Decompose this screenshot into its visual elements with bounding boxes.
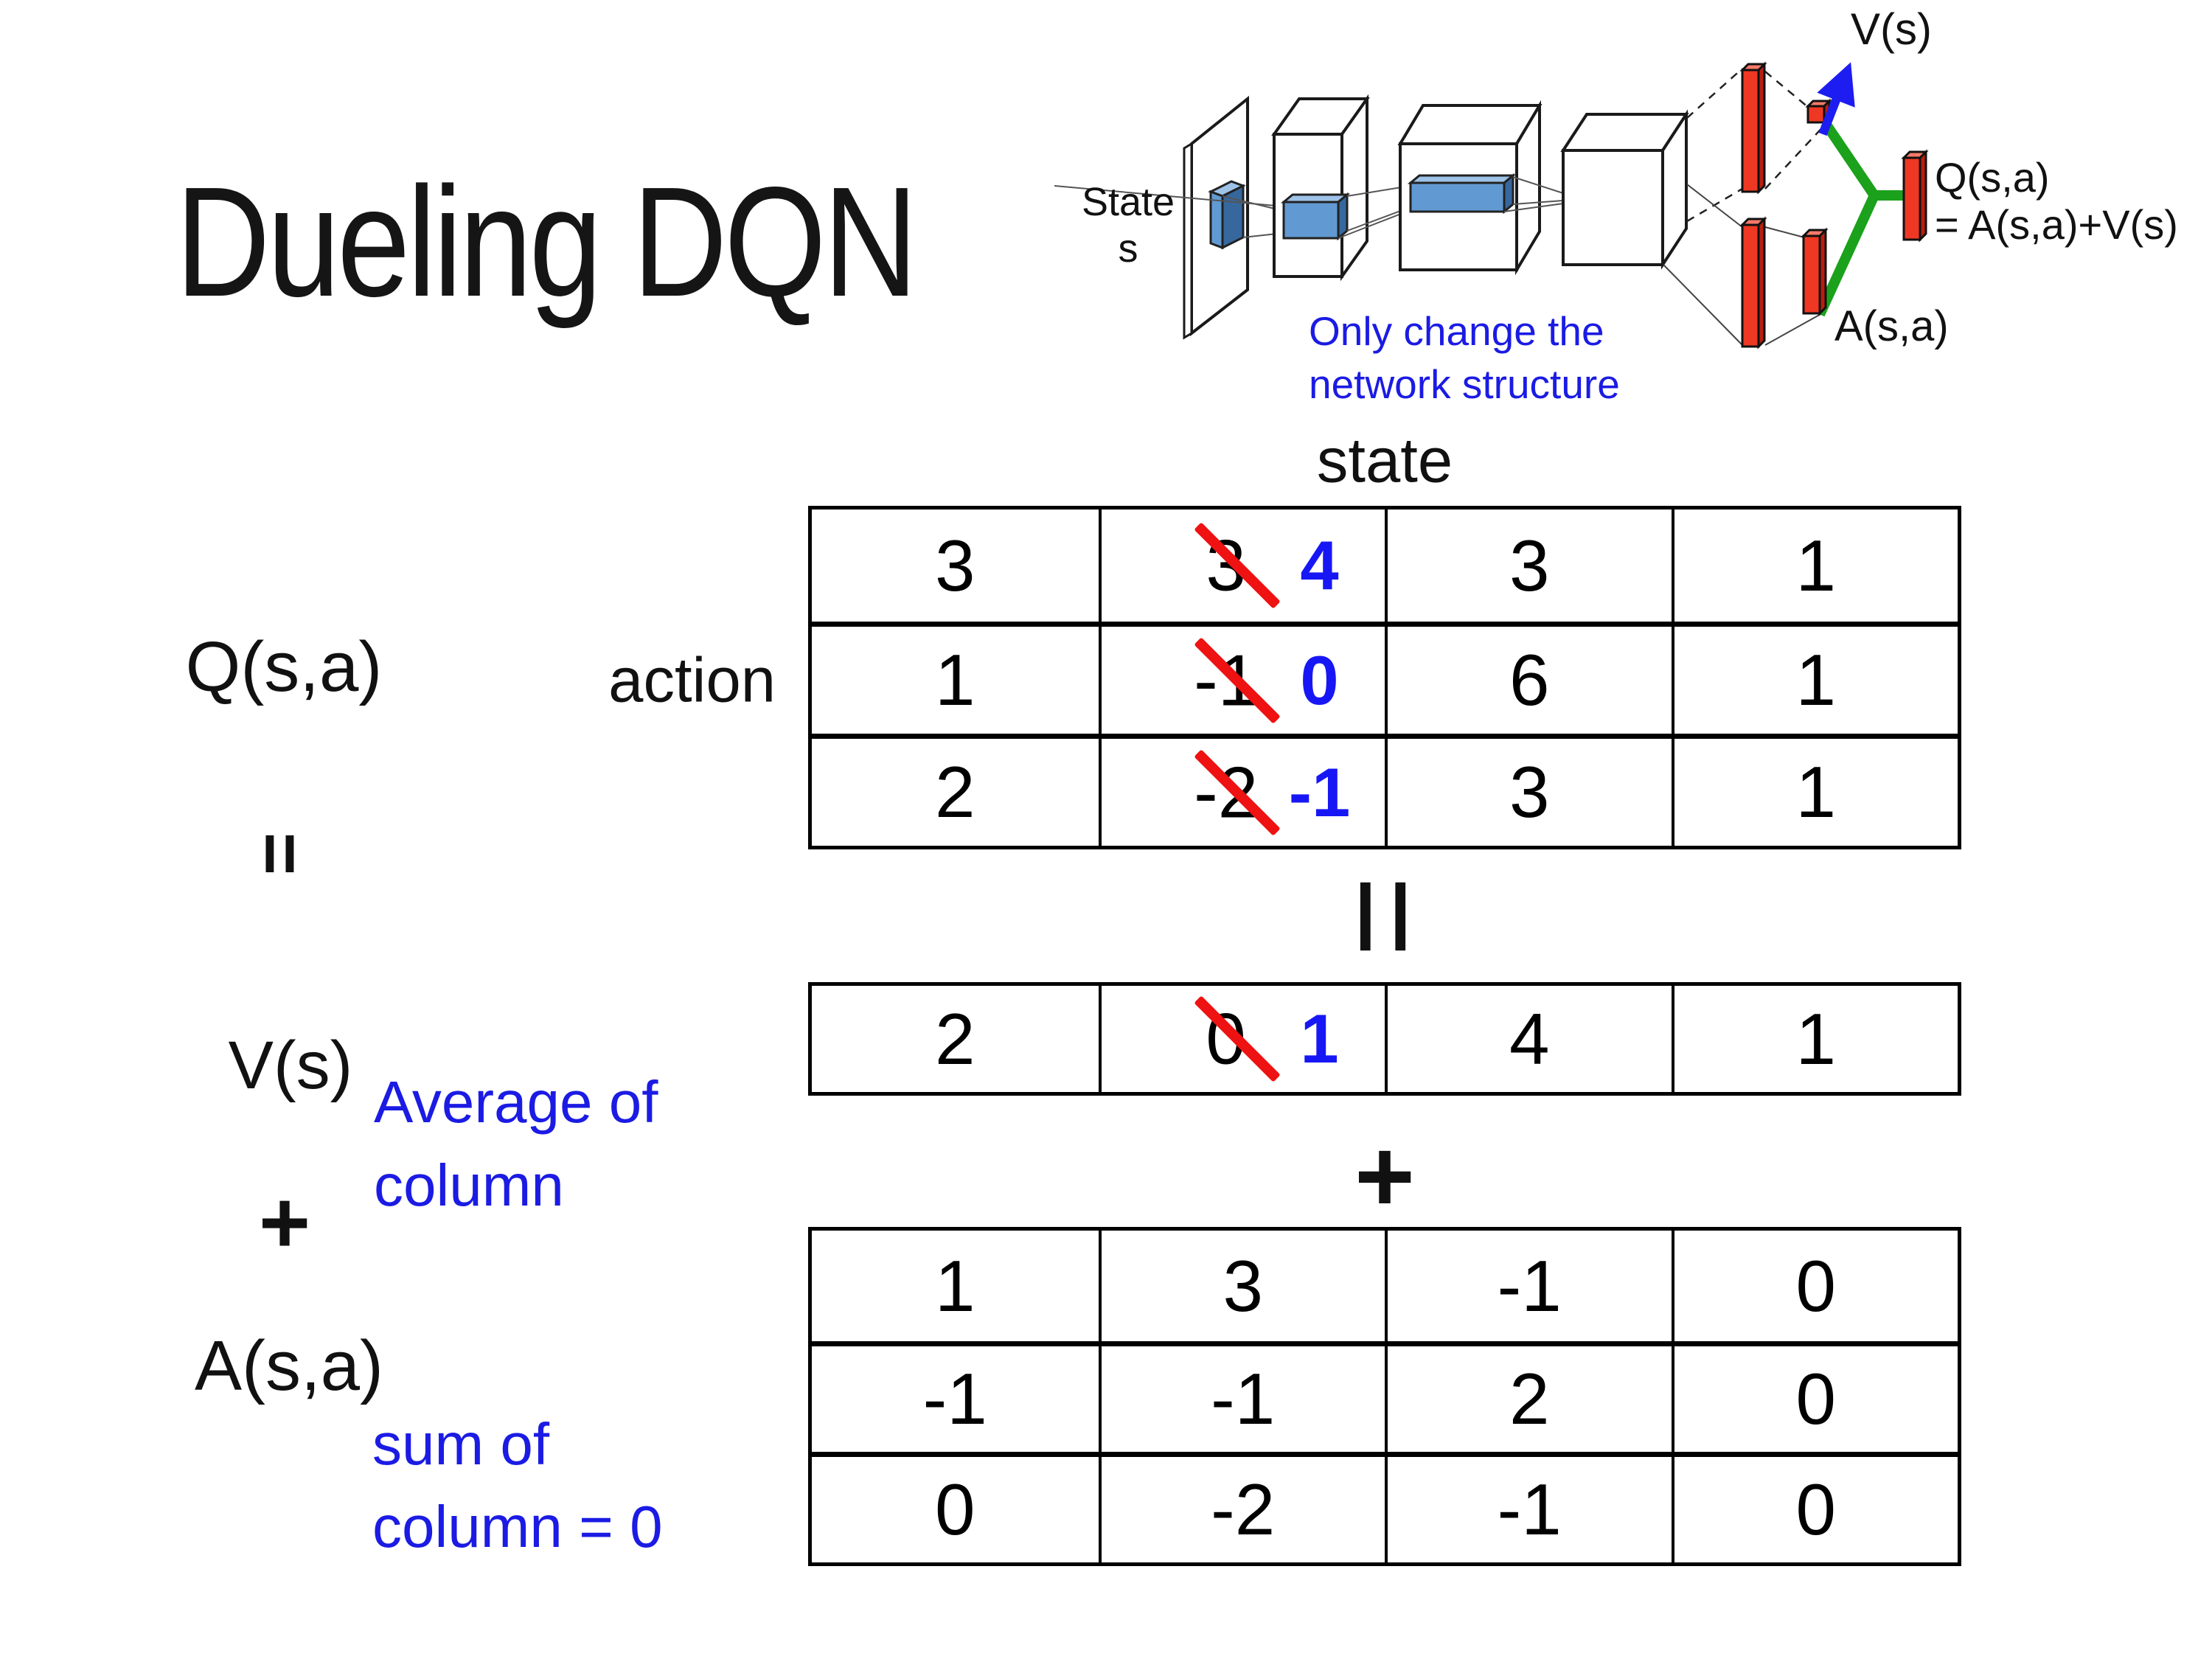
table-cell: 2 (812, 734, 1099, 846)
table-cell: 1 (1671, 986, 1958, 1092)
cell-value: 1 (934, 1245, 975, 1326)
a-function-label: A(s,a) (194, 1326, 384, 1405)
cell-value: 1 (1795, 751, 1836, 832)
table-cell: 1 (1671, 734, 1958, 846)
advantage-table: 1 3 -1 0 -1 -1 2 0 0 -2 -1 0 (808, 1227, 1961, 1566)
table-cell: 1 (1671, 622, 1958, 734)
equals-sign-left: = (239, 832, 321, 876)
cell-value: -1 (922, 1358, 987, 1439)
cell-value: 3 (1509, 524, 1550, 606)
value-arrow (1817, 62, 1855, 136)
diagram-q-label-line1: Q(s,a) (1935, 154, 2050, 201)
new-value: 0 (1300, 641, 1339, 719)
diagram-a-label: A(s,a) (1834, 302, 1949, 350)
table-cell: 2 (1385, 1341, 1672, 1452)
fc-layer-box (1560, 109, 1689, 270)
advantage-stream-lines (1663, 184, 1824, 346)
table-cell: -2-1 (1098, 734, 1385, 846)
hidden-bar-bottom (1739, 216, 1767, 349)
action-axis-label: action (608, 645, 776, 716)
diagram-state-label: State (1082, 180, 1175, 224)
state-axis-label: state (1316, 425, 1453, 496)
equals-sign-mid: = (1307, 875, 1463, 958)
cell-value: 2 (934, 751, 975, 832)
diagram-note-line2: network structure (1309, 361, 1620, 407)
slide-title: Dueling DQN (175, 154, 918, 329)
q-function-label: Q(s,a) (185, 627, 383, 706)
table-cell: 1 (1671, 509, 1958, 622)
plus-sign-mid: + (1354, 1118, 1415, 1234)
cell-value: 3 (1509, 751, 1550, 832)
table-cell: 0 (1671, 1452, 1958, 1562)
cell-value: 2 (1509, 1358, 1550, 1439)
table-cell: -1 (812, 1341, 1099, 1452)
cell-value: 0 (1795, 1469, 1836, 1550)
cell-value: 1 (1795, 524, 1836, 606)
cell-value: -1 (1497, 1469, 1562, 1550)
v-function-label: V(s) (228, 1028, 353, 1103)
table-cell: 3 (812, 509, 1099, 622)
cell-value: 0 (934, 1469, 975, 1550)
new-value: 1 (1300, 1000, 1339, 1077)
conv-filter-1 (1208, 180, 1246, 250)
conv-layer-2 (1397, 100, 1543, 276)
cell-value: 1 (1795, 639, 1836, 720)
diagram-note-line1: Only change the (1309, 308, 1604, 354)
table-cell: 6 (1385, 622, 1672, 734)
new-value: -1 (1288, 753, 1351, 831)
cell-value: 6 (1509, 639, 1550, 720)
plus-sign-left: + (258, 1173, 311, 1272)
cell-value: 0 (1795, 1245, 1836, 1326)
table-cell: 1 (812, 622, 1099, 734)
combine-connector (1815, 119, 1907, 317)
cell-value: -1 (1497, 1245, 1562, 1326)
table-cell: 1 (812, 1231, 1099, 1341)
cell-value: 1 (934, 639, 975, 720)
table-cell: -1 (1385, 1452, 1672, 1562)
diagram-state-s-label: s (1119, 226, 1138, 271)
hidden-bar-top (1739, 61, 1767, 195)
table-cell: 3 (1385, 734, 1672, 846)
funnel-lines-3 (1503, 176, 1564, 212)
conv-layer-1 (1271, 94, 1370, 282)
table-cell: 2 (812, 986, 1099, 1092)
cell-value: -1 (1211, 1358, 1276, 1439)
cell-value: 4 (1509, 998, 1550, 1079)
diagram-v-label: V(s) (1851, 4, 1932, 54)
table-cell: -1 (1098, 1341, 1385, 1452)
cell-value: 3 (934, 524, 975, 606)
advantage-bar (1801, 227, 1829, 316)
sum-note-line2: column = 0 (372, 1494, 663, 1559)
table-cell: -1 (1385, 1231, 1672, 1341)
table-cell: 3 (1385, 509, 1672, 622)
cell-value: 0 (1795, 1358, 1836, 1439)
cell-value: 3 (1222, 1245, 1263, 1326)
network-diagram: State s V(s) A(s,a) Q(s,a) = A(s,a)+V(s)… (1054, 4, 2178, 407)
average-note-line1: Average of (374, 1069, 658, 1135)
table-cell: 0 (1671, 1231, 1958, 1341)
q-output-bar (1901, 149, 1929, 243)
diagram-q-label-line2: = A(s,a)+V(s) (1935, 201, 2178, 248)
cell-value: -2 (1211, 1469, 1276, 1550)
table-cell: 3 (1098, 1231, 1385, 1341)
table-cell: 0 (1671, 1341, 1958, 1452)
cell-value: 1 (1795, 998, 1836, 1079)
new-value: 4 (1300, 526, 1339, 604)
sum-note-line1: sum of (372, 1411, 550, 1477)
table-cell: -2 (1098, 1452, 1385, 1562)
table-cell: 4 (1385, 986, 1672, 1092)
cell-value: 2 (934, 998, 975, 1079)
average-note-line2: column (374, 1152, 564, 1218)
table-cell: 0 (812, 1452, 1099, 1562)
